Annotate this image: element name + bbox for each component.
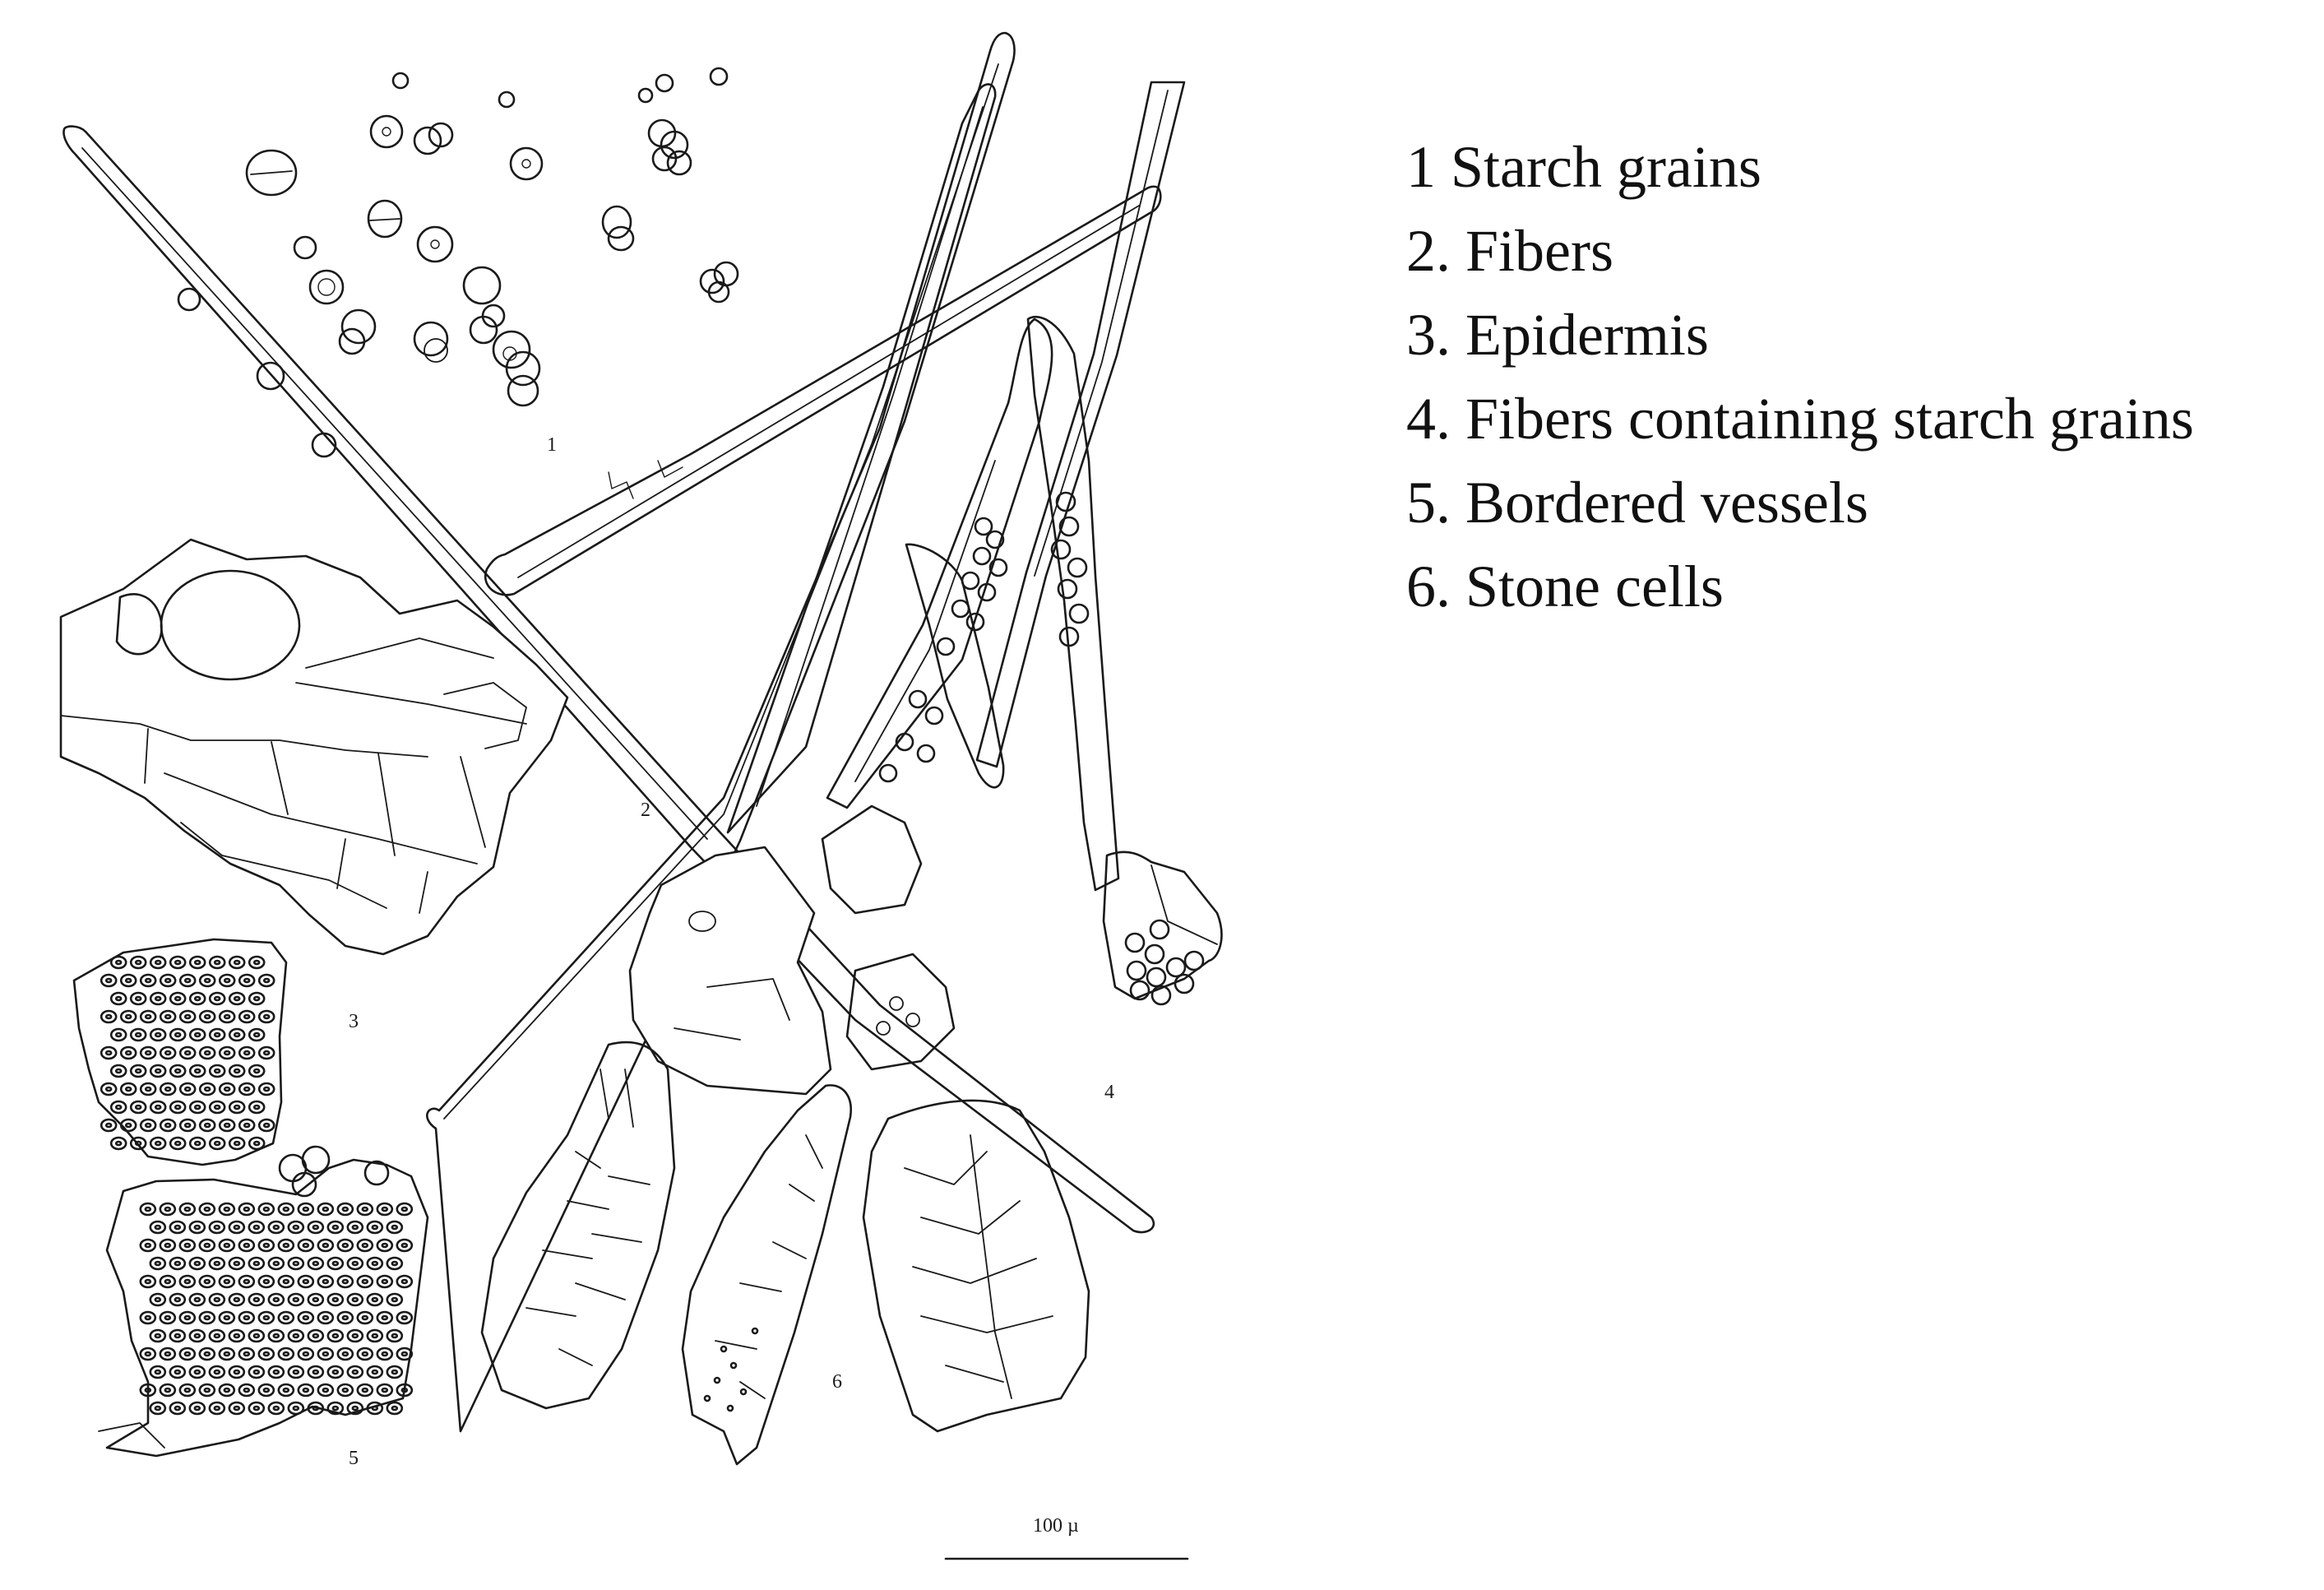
legend-item-fibers: 2. Fibers: [1406, 218, 1613, 284]
label-4: 4: [1104, 1082, 1114, 1103]
fibers: [62, 31, 1162, 1433]
label-2: 2: [641, 800, 650, 821]
legend-item-bordered-vessels: 5. Bordered vessels: [1406, 470, 1868, 535]
label-3: 3: [349, 1011, 359, 1032]
parenchyma-fragments: [628, 804, 956, 1096]
legend-item-epidermis: 3. Epidermis: [1406, 302, 1709, 368]
legend-item-starch-grains: 1 Starch grains: [1406, 134, 1762, 200]
epidermis: [59, 538, 569, 956]
legend-item-stone-cells: 6. Stone cells: [1406, 554, 1724, 619]
legend-item-fibers-containing-starch: 4. Fibers containing starch grains: [1406, 386, 2194, 452]
label-1: 1: [547, 434, 557, 456]
bordered-vessels: [72, 938, 429, 1458]
legend: 1 Starch grains 2. Fibers 3. Epidermis 4…: [1406, 125, 2194, 628]
starch-grains: [177, 67, 739, 458]
scale-bar-label: 100 µ: [1033, 1515, 1079, 1537]
fibers-with-starch: [826, 81, 1223, 1006]
stone-cells: [480, 1041, 1090, 1466]
scale-bar: 100 µ: [944, 1515, 1189, 1560]
label-6: 6: [832, 1371, 842, 1393]
microscopy-drawing: 1 2 4: [59, 31, 1223, 1560]
label-5: 5: [349, 1448, 359, 1469]
